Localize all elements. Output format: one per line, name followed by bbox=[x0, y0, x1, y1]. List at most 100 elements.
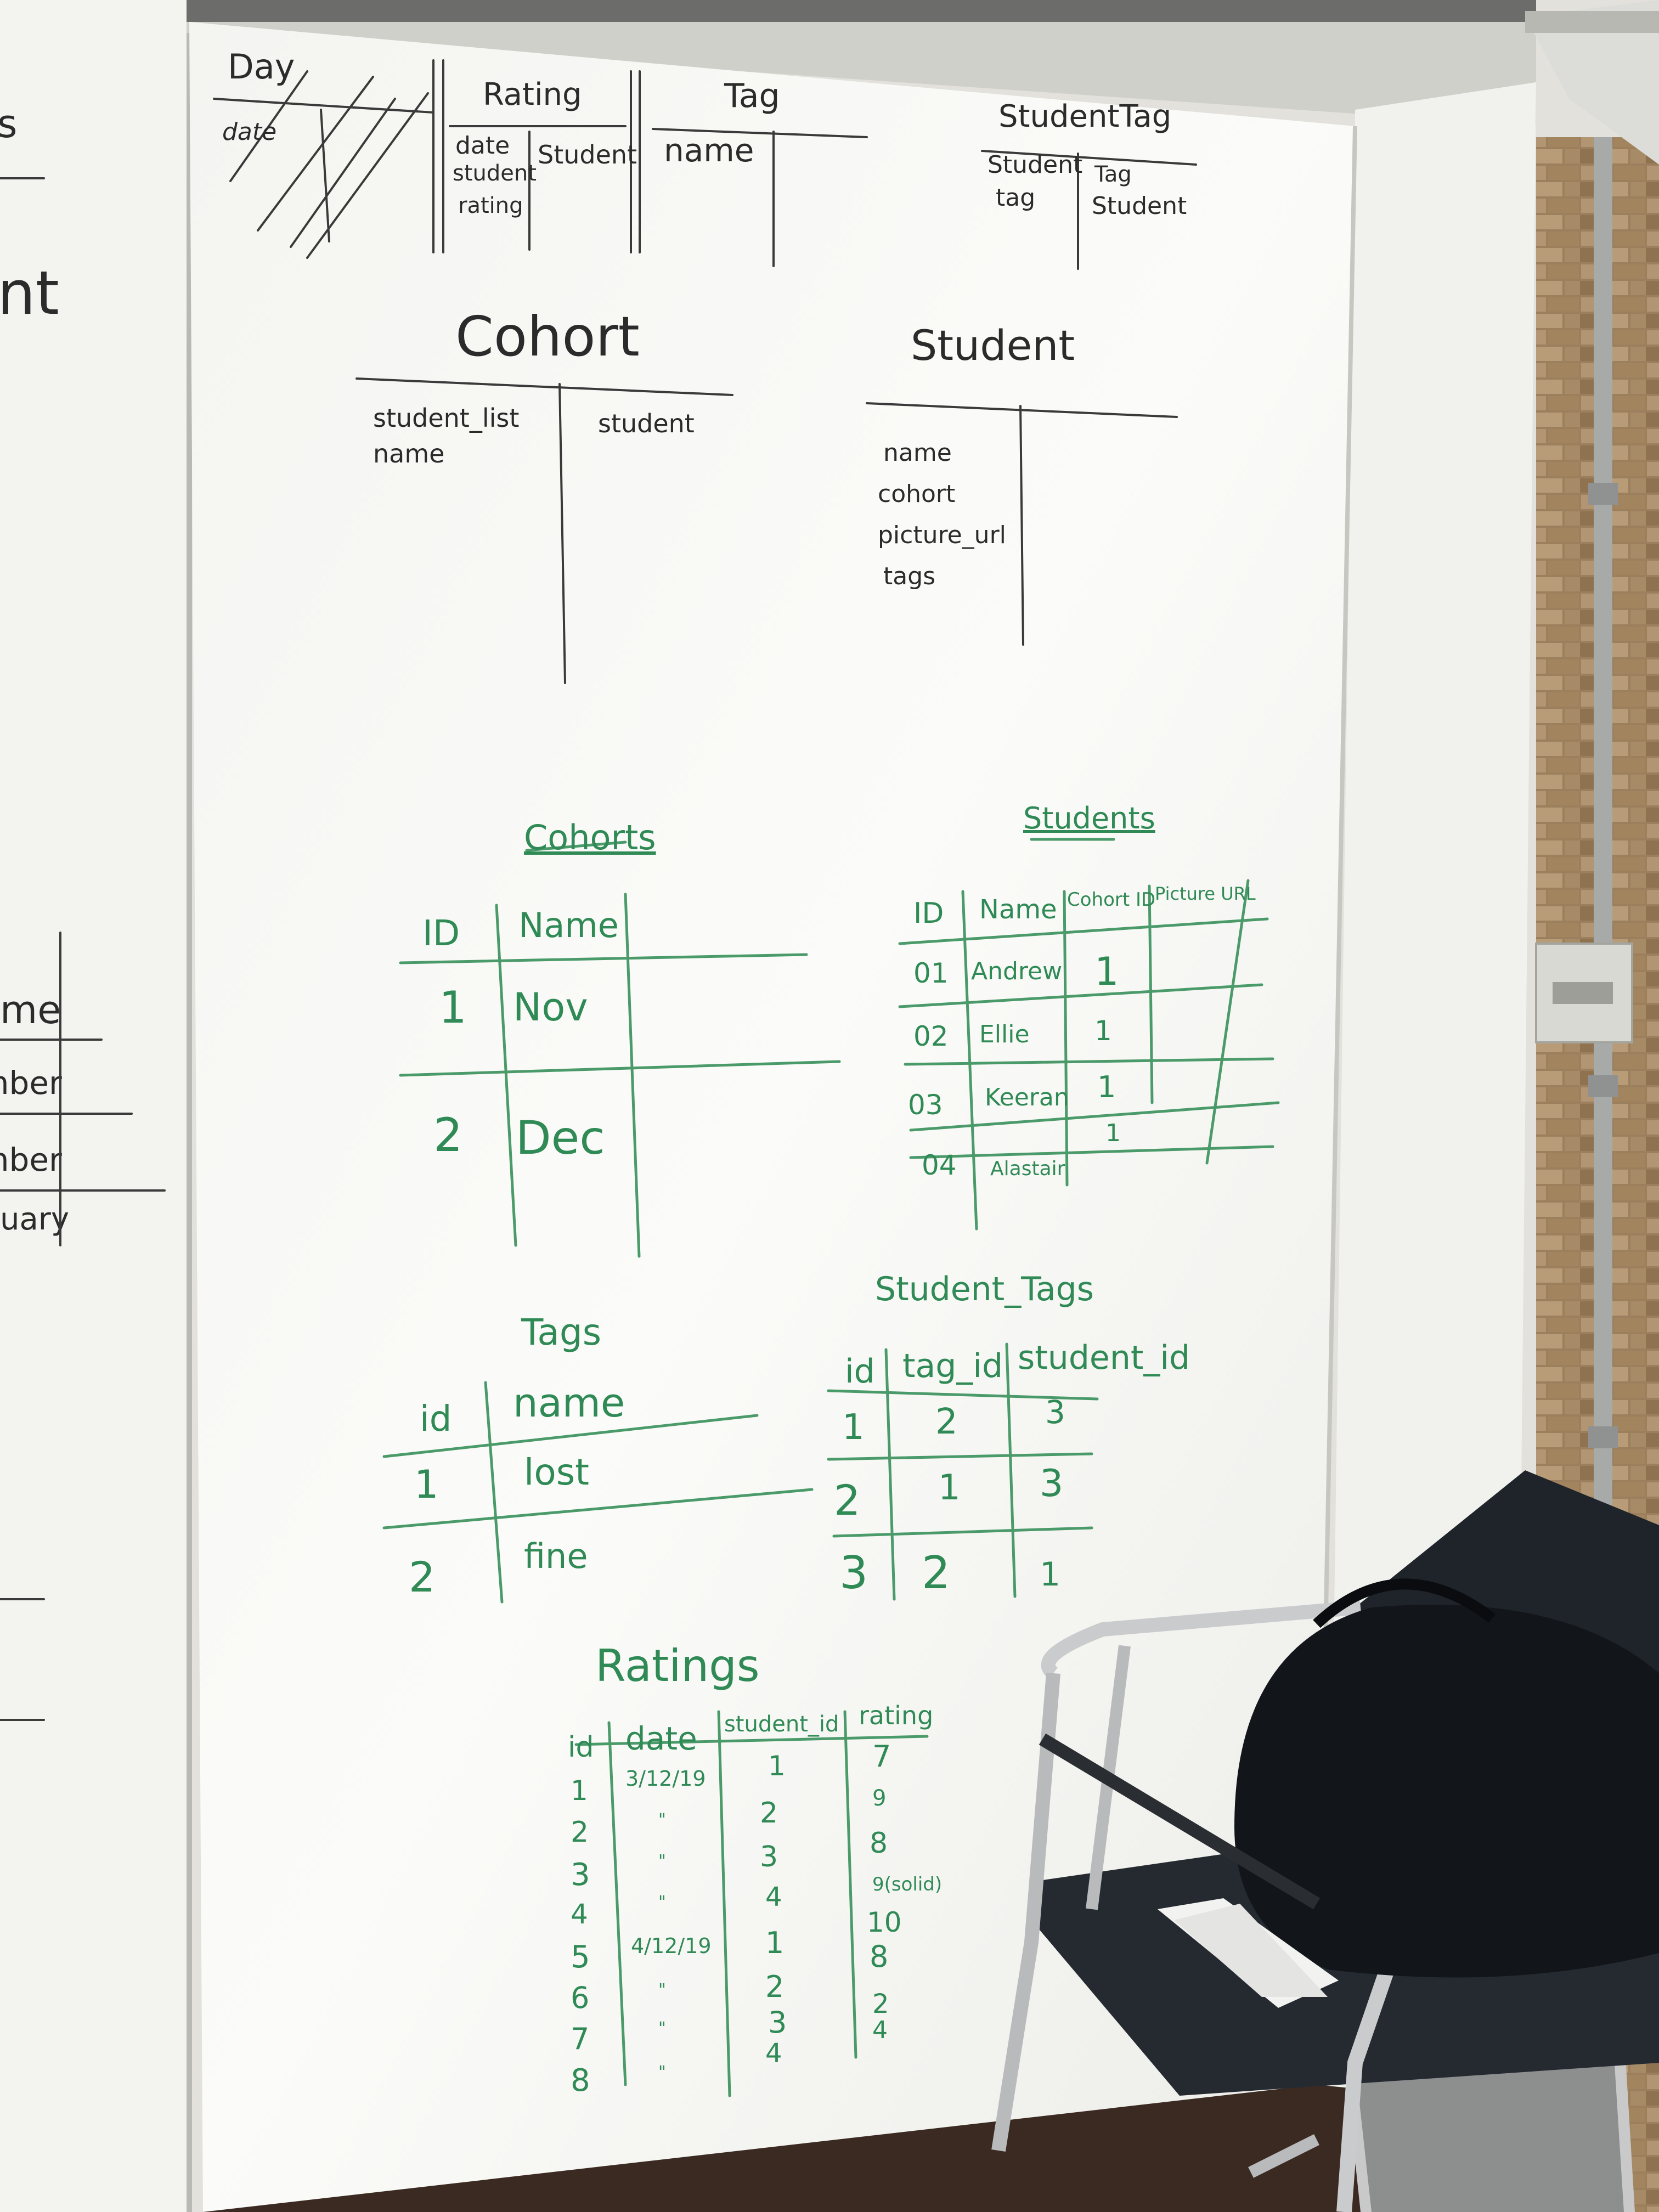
student-tags-row-1-tag: 2 bbox=[935, 1402, 958, 1442]
studenttag-relation-student: Student bbox=[1092, 192, 1187, 220]
cohort-schema-title: Cohort bbox=[455, 304, 640, 369]
studenttag-title: StudentTag bbox=[998, 99, 1172, 134]
ratings-row-2-rating: 9 bbox=[872, 1786, 887, 1811]
ratings-row-8-student: 4 bbox=[765, 2038, 782, 2069]
ratings-row-8-date: " bbox=[658, 2063, 666, 2082]
students-header-picture-url: Picture URL bbox=[1155, 883, 1256, 904]
tags-header-name: name bbox=[513, 1380, 625, 1426]
tags-row-1-name: lost bbox=[524, 1451, 589, 1493]
day-title: Day bbox=[228, 47, 295, 87]
ratings-row-1-id: 1 bbox=[571, 1775, 588, 1807]
ratings-header-rating: rating bbox=[859, 1701, 934, 1730]
ratings-row-5-id: 5 bbox=[571, 1939, 590, 1975]
ratings-row-7-id: 7 bbox=[571, 2022, 590, 2056]
students-header-cohort-id: Cohort ID bbox=[1067, 889, 1156, 911]
tags-header-id: id bbox=[420, 1399, 452, 1440]
cohort-relation-student: student bbox=[598, 409, 695, 438]
ratings-row-5-student: 1 bbox=[765, 1926, 785, 1960]
ratings-row-7-rating: 2 bbox=[872, 1989, 889, 2019]
ratings-header-id: id bbox=[568, 1731, 594, 1764]
students-row-4-cohort: 1 bbox=[1105, 1119, 1121, 1147]
ratings-row-4-rating: 9(solid) bbox=[872, 1874, 943, 1895]
ratings-title: Ratings bbox=[595, 1640, 760, 1691]
student-tags-row-3-student: 1 bbox=[1040, 1555, 1061, 1594]
students-row-1-name: Andrew bbox=[971, 957, 1063, 985]
ratings-row-7-date: " bbox=[658, 2019, 666, 2038]
ratings-row-6-rating: 8 bbox=[870, 1939, 889, 1974]
cohorts-title: Cohorts bbox=[524, 817, 656, 857]
ratings-row-3-rating: 8 bbox=[870, 1827, 888, 1860]
cohorts-row-1-name: Nov bbox=[513, 985, 588, 1030]
rating-field-student: student bbox=[453, 161, 537, 186]
student-field-name: name bbox=[883, 439, 952, 467]
cohorts-header-id: ID bbox=[422, 913, 460, 954]
left-fragment-1: s bbox=[0, 101, 18, 146]
student-tags-row-3-id: 3 bbox=[839, 1547, 868, 1599]
students-header-id: ID bbox=[913, 897, 944, 930]
student-field-picture-url: picture_url bbox=[878, 521, 1006, 549]
left-fragment-2: nt bbox=[0, 258, 59, 328]
student-tags-row-2-id: 2 bbox=[834, 1476, 861, 1525]
ratings-row-3-student: 3 bbox=[760, 1841, 778, 1874]
ratings-row-6-id: 6 bbox=[571, 1980, 590, 2015]
students-header-name: Name bbox=[979, 894, 1057, 925]
rating-title: Rating bbox=[483, 77, 582, 112]
student-schema-title: Student bbox=[911, 321, 1075, 370]
students-row-3-id: 03 bbox=[908, 1089, 943, 1121]
cohort-field-name: name bbox=[373, 439, 445, 469]
ratings-row-6-date: " bbox=[658, 1980, 666, 2000]
ratings-header-student-id: student_id bbox=[724, 1712, 839, 1737]
left-fragment-6: uary bbox=[0, 1201, 69, 1237]
students-row-1-id: 01 bbox=[913, 957, 949, 989]
students-row-4-name: Alastair bbox=[990, 1158, 1065, 1180]
ratings-row-1-rating: 7 bbox=[872, 1739, 891, 1774]
cohorts-header-name: Name bbox=[518, 905, 619, 945]
tags-row-1-id: 1 bbox=[414, 1462, 439, 1507]
ratings-row-4-student: 4 bbox=[765, 1882, 782, 1912]
ratings-row-1-date: 3/12/19 bbox=[625, 1767, 706, 1791]
ratings-row-2-student: 2 bbox=[760, 1797, 778, 1830]
ratings-row-4-date: " bbox=[658, 1893, 666, 1912]
ratings-row-3-date: " bbox=[658, 1852, 666, 1871]
ratings-row-5-rating: 10 bbox=[867, 1906, 902, 1938]
tags-row-2-name: fine bbox=[524, 1536, 588, 1576]
student-tags-title: Student_Tags bbox=[875, 1270, 1094, 1308]
students-row-3-cohort: 1 bbox=[1097, 1070, 1116, 1104]
ratings-row-8-id: 8 bbox=[571, 2063, 590, 2098]
cohorts-row-1-id: 1 bbox=[439, 982, 467, 1033]
cohorts-row-2-id: 2 bbox=[433, 1108, 463, 1162]
studenttag-field-student: Student bbox=[988, 151, 1083, 179]
ratings-row-8-rating: 4 bbox=[872, 2016, 888, 2044]
ratings-row-2-id: 2 bbox=[571, 1816, 589, 1849]
day-crossed-out bbox=[213, 70, 435, 259]
studenttag-relation-tag: Tag bbox=[1094, 162, 1132, 187]
rating-field-date: date bbox=[455, 132, 510, 160]
students-title: Students bbox=[1023, 801, 1155, 836]
day-field: date bbox=[222, 118, 277, 146]
cohorts-row-2-name: Dec bbox=[516, 1111, 605, 1165]
tag-field-name: name bbox=[664, 132, 754, 169]
left-board-lines bbox=[0, 177, 166, 1721]
tags-row-2-id: 2 bbox=[409, 1553, 436, 1601]
student-tags-header-tag-id: tag_id bbox=[902, 1347, 1003, 1385]
student-tags-header-student-id: student_id bbox=[1018, 1339, 1190, 1377]
tag-title: Tag bbox=[724, 77, 780, 115]
ratings-row-2-date: " bbox=[658, 1810, 666, 1830]
student-tags-row-1-id: 1 bbox=[842, 1407, 865, 1448]
student-field-tags: tags bbox=[883, 562, 936, 590]
students-row-1-cohort: 1 bbox=[1094, 949, 1119, 994]
students-row-2-id: 02 bbox=[913, 1020, 949, 1052]
students-row-2-name: Ellie bbox=[979, 1020, 1030, 1048]
tags-title: Tags bbox=[521, 1311, 602, 1353]
students-row-2-cohort: 1 bbox=[1094, 1015, 1112, 1047]
student-field-cohort: cohort bbox=[878, 480, 956, 508]
cohort-field-student-list: student_list bbox=[373, 403, 520, 433]
student-tags-row-3-tag: 2 bbox=[922, 1547, 951, 1599]
student-tags-row-2-tag: 1 bbox=[938, 1468, 961, 1508]
student-tags-row-2-student: 3 bbox=[1040, 1462, 1064, 1505]
left-fragment-5: mber bbox=[0, 1141, 62, 1178]
student-tags-row-1-student: 3 bbox=[1045, 1393, 1065, 1431]
students-row-3-name: Keeran bbox=[985, 1084, 1069, 1111]
